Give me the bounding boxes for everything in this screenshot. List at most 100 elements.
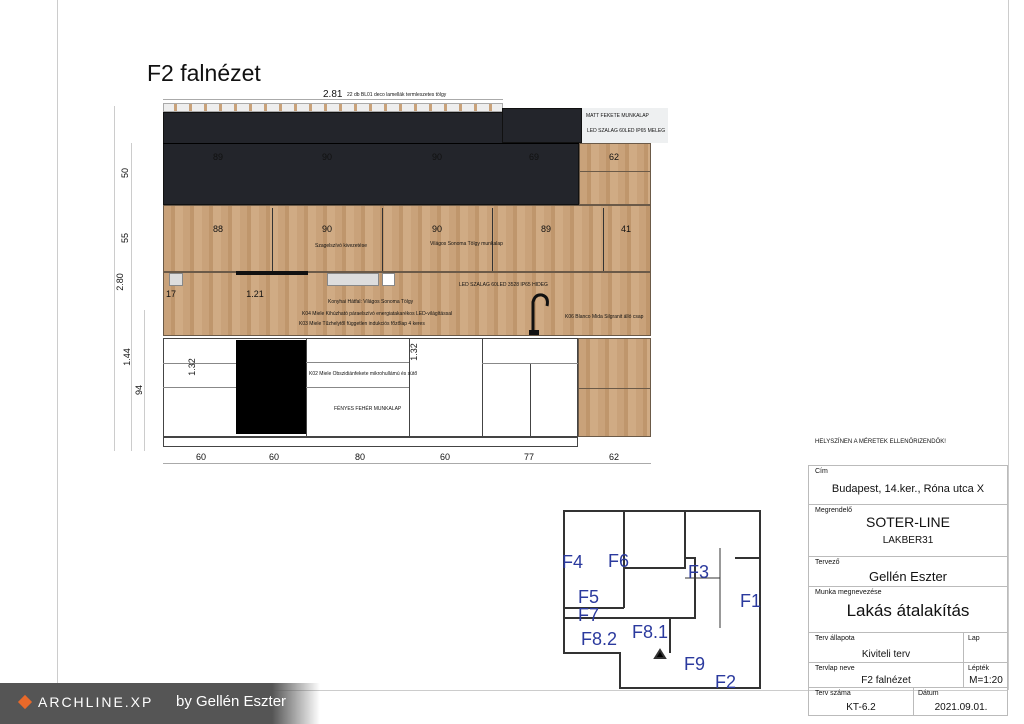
dim: 50 <box>120 167 131 179</box>
tb-allapot: Terv állapota Kiviteli terv Lap <box>808 633 1008 663</box>
label-matt: MATT FEKETE MUNKALAP <box>586 113 649 119</box>
tb-szam: Terv száma KT-6.2 Dátum 2021.09.01. <box>808 688 1008 716</box>
dim: 2.80 <box>114 273 125 291</box>
dim: 90 <box>321 224 333 234</box>
client: SOTER-LINE <box>865 514 950 530</box>
note: K03 Miele Tűzhelytől független indukciós… <box>299 321 425 327</box>
dim: 89 <box>540 224 552 234</box>
address: Budapest, 14.ker., Róna utca X <box>831 483 985 495</box>
dim: 55 <box>120 232 131 244</box>
archline-logo-bar: ARCHLINE.XP by Gellén Eszter <box>0 683 320 724</box>
note: Konyhai Hátfal: Világos Sonoma Tölgy <box>328 299 414 305</box>
dim: 90 <box>431 224 443 234</box>
sheet-name: F2 falnézet <box>861 675 911 686</box>
dim: 62 <box>608 152 620 162</box>
dim: 62 <box>608 452 620 462</box>
view-marker-f3[interactable]: F3 <box>688 562 710 582</box>
deco-lamella-strip <box>163 103 503 112</box>
frame-line <box>57 0 58 690</box>
note: LED SZALAG 60LED 3528 IP65 HIDEG <box>459 282 548 288</box>
dim: 94 <box>134 384 145 396</box>
label: Megrendelő <box>815 507 852 514</box>
label: Lap <box>968 635 980 642</box>
note: K02 Miele Obszidiánfekete mikrohullámú é… <box>309 371 418 377</box>
tb-tervezo: Tervező Gellén Eszter <box>808 557 1008 587</box>
dim: 88 <box>212 224 224 234</box>
dim: 17 <box>165 289 177 299</box>
label: Tervlap neve <box>815 665 855 672</box>
dim: 60 <box>268 452 280 462</box>
view-marker-f9[interactable]: F9 <box>684 654 706 674</box>
label: Terv állapota <box>815 635 855 642</box>
dim: 60 <box>439 452 451 462</box>
top-dimension: 2.81 <box>323 89 343 100</box>
dim: 1.32 <box>408 343 419 361</box>
view-marker-f2[interactable]: F2 <box>715 672 737 692</box>
dim: 80 <box>354 452 366 462</box>
frame-line <box>57 690 1008 691</box>
view-marker-f4[interactable]: F4 <box>562 552 584 572</box>
logo-text: ARCHLINE.XP <box>38 694 154 710</box>
view-marker-f1[interactable]: F1 <box>740 591 762 611</box>
scale: M=1:20 <box>969 675 1003 686</box>
black-panel <box>502 108 582 143</box>
client-code: LAKBER31 <box>882 535 934 546</box>
tall-wood-lower <box>578 338 651 437</box>
tall-wood-upper <box>579 143 651 205</box>
dim: 1.21 <box>246 289 264 299</box>
switch-icon <box>382 273 395 286</box>
view-marker-f7[interactable]: F7 <box>578 605 600 625</box>
dim: 41 <box>620 224 632 234</box>
deco-note: 22 db BL01 deco lamellák termleszetes tö… <box>347 92 447 98</box>
note: FÉNYES FEHÉR MUNKALAP <box>334 406 402 412</box>
label: Terv száma <box>815 690 851 697</box>
dim: 90 <box>431 152 443 162</box>
oven <box>236 340 306 434</box>
upper-wood-cabinets <box>163 205 651 272</box>
floor-plan <box>563 510 761 689</box>
page-title: F2 falnézet <box>147 60 261 86</box>
label-box: MATT FEKETE MUNKALAP LED SZALAG 60LED IP… <box>582 108 668 143</box>
dim: 90 <box>321 152 333 162</box>
warning-text: HELYSZÍNEN A MÉRETEK ELLENŐRIZENDŐK! <box>815 439 946 445</box>
dim: 1.32 <box>186 358 197 376</box>
dim: 69 <box>528 152 540 162</box>
tb-megrendelo: Megrendelő SOTER-LINE LAKBER31 <box>808 505 1008 557</box>
logo-author: by Gellén Eszter <box>176 693 287 710</box>
label: Tervező <box>815 559 840 566</box>
label-led: LED SZALAG 60LED IP65 MELEG <box>587 128 666 134</box>
view-marker-f6[interactable]: F6 <box>608 551 630 571</box>
tb-cim: Cím Budapest, 14.ker., Róna utca X <box>808 465 1008 505</box>
dim: 1.44 <box>121 348 132 366</box>
backsplash <box>163 272 651 336</box>
hood <box>236 271 308 275</box>
view-marker-f5[interactable]: F5 <box>578 587 600 607</box>
dim: 77 <box>523 452 535 462</box>
dim: 89 <box>212 152 224 162</box>
frame-line <box>1008 0 1009 690</box>
socket-icon <box>169 273 183 286</box>
note: K06 Blanco Mida Silgranit álló csap <box>565 314 644 320</box>
wall-elevation: 2.81 22 db BL01 deco lamellák termleszet… <box>0 0 700 470</box>
date: 2021.09.01. <box>934 702 988 713</box>
plan-number: KT-6.2 <box>846 702 876 713</box>
designer: Gellén Eszter <box>868 569 948 584</box>
tb-munka: Munka megnevezése Lakás átalakítás <box>808 587 1008 633</box>
socket-group-icon <box>327 273 379 286</box>
project-name: Lakás átalakítás <box>846 601 970 620</box>
dim: 60 <box>195 452 207 462</box>
label: Dátum <box>918 690 939 697</box>
view-marker-f8-2[interactable]: F8.2 <box>581 629 618 649</box>
faucet-icon <box>529 293 549 335</box>
note: Szagelszívó kivezetése <box>315 243 367 249</box>
note: Világos Sonoma Tölgy munkalap <box>430 241 503 247</box>
status: Kiviteli terv <box>861 649 911 660</box>
label: Cím <box>815 468 828 475</box>
view-marker-f8-1[interactable]: F8.1 <box>632 622 669 642</box>
logo-icon <box>17 694 33 710</box>
label: Lépték <box>968 665 990 672</box>
note: K04 Miele Kihúzható páraelszívó energiat… <box>302 311 453 317</box>
label: Munka megnevezése <box>815 589 882 596</box>
tb-tervlap: Tervlap neve F2 falnézet Lépték M=1:20 <box>808 663 1008 688</box>
plinth <box>163 437 578 447</box>
